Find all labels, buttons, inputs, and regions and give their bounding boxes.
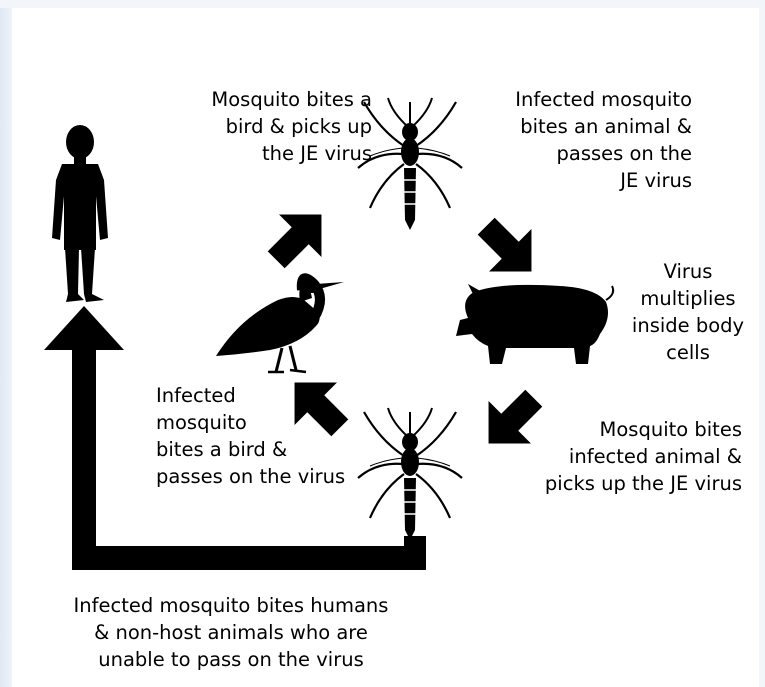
label-bird-pass: Infected mosquito bites a bird & passes …: [156, 382, 406, 490]
arrow-icon: [255, 193, 343, 281]
label-virus-multiplies: Virus multiplies inside body cells: [618, 258, 758, 366]
label-animal-pass: Infected mosquito bites an animal & pass…: [440, 86, 692, 194]
label-human-dead-end: Infected mosquito bites humans & non-hos…: [22, 592, 440, 673]
pig-icon: [456, 284, 613, 364]
human-icon: [52, 125, 108, 302]
label-bird-pickup: Mosquito bites a bird & picks up the JE …: [150, 86, 372, 167]
label-animal-pickup: Mosquito bites infected animal & picks u…: [478, 416, 742, 497]
arrow-icon: [465, 205, 553, 293]
heron-icon: [216, 278, 344, 372]
